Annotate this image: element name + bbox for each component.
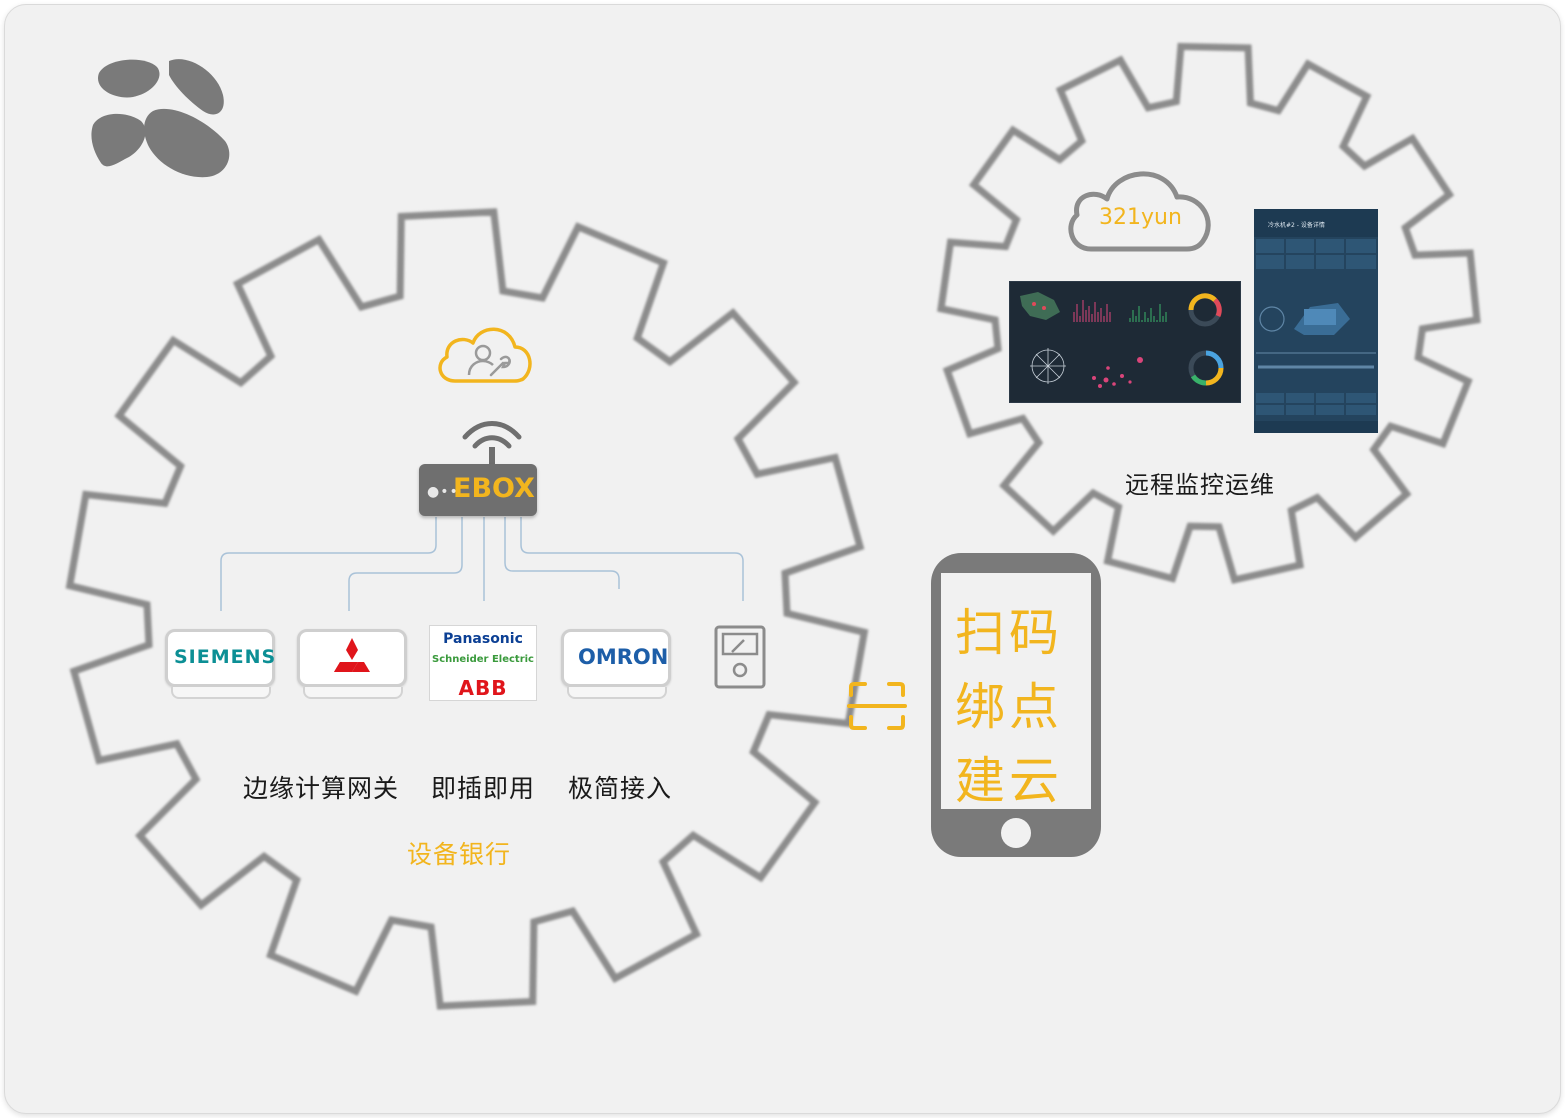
panasonic-logo: Panasonic (443, 631, 523, 647)
cloud-icon (1068, 171, 1211, 252)
status-dots: ●•• (427, 484, 459, 500)
gears-layer (65, 42, 1481, 1010)
device-bank-label: 设备银行 (407, 840, 512, 869)
phone-text-bind: 绑点 (955, 678, 1063, 736)
siemens-device: SIEMENS (165, 629, 275, 687)
panasonic-schneider-abb-device: Panasonic Schneider Electric ABB (429, 625, 537, 701)
device-base (567, 687, 667, 699)
feature-edge-gateway: 边缘计算网关 (243, 774, 400, 803)
ebox-label: EBOX (453, 473, 535, 504)
gateway-connectors (220, 517, 744, 611)
scan-icon (847, 682, 907, 730)
phone-text-scan: 扫码 (955, 604, 1063, 662)
siemens-logo: SIEMENS (174, 646, 277, 668)
app-title: 冷水机#2 - 设备详情 (1268, 222, 1325, 229)
app-header: 冷水机#2 - 设备详情 (1254, 209, 1378, 237)
cloud-label: 321yun (1099, 205, 1182, 230)
remote-monitoring-caption: 远程监控运维 (1125, 471, 1275, 499)
paw-icon (91, 59, 230, 178)
ebox-gateway: ●•• EBOX (419, 464, 537, 516)
abb-logo: ABB (458, 676, 508, 700)
mobile-app-screenshot: 冷水机#2 - 设备详情 (1254, 209, 1378, 433)
meter-icon (714, 625, 766, 689)
feature-plug-and-play: 即插即用 (431, 774, 536, 803)
schneider-logo: Schneider Electric (432, 654, 534, 665)
device-base (303, 687, 403, 699)
omron-device: OMRON (561, 629, 671, 687)
phone-text-cloud: 建云 (955, 752, 1063, 810)
device-base (171, 687, 271, 699)
mitsubishi-device (297, 629, 407, 687)
dashboard-thumbnail (1009, 281, 1241, 403)
phone-icon (931, 553, 1101, 857)
omron-logo: OMRON (578, 645, 669, 669)
mitsubishi-logo (334, 638, 370, 672)
large-gear-outline (65, 208, 869, 1010)
feature-easy-access: 极简接入 (568, 774, 673, 803)
diagram-canvas: ●•• EBOX SIEMENS Panasonic Schneider Ele… (4, 4, 1561, 1114)
small-gear-outline (937, 42, 1481, 584)
app-body (1254, 239, 1378, 433)
cloud-user-icon (438, 327, 532, 383)
wifi-icon (462, 421, 522, 467)
dashboard-charts (1020, 292, 1224, 388)
